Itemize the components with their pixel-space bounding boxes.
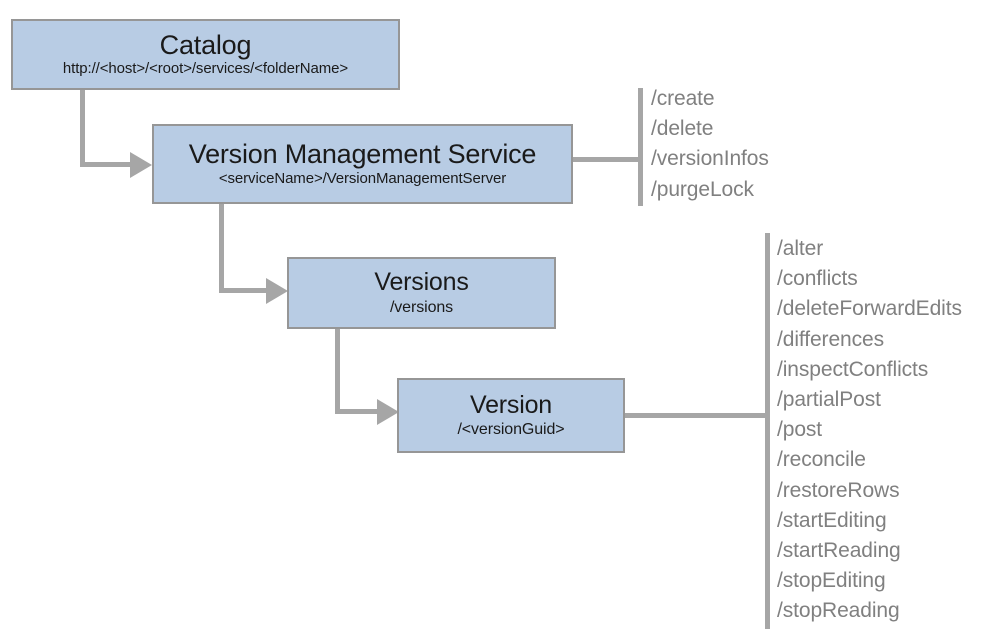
bracket-service-operations <box>638 88 643 206</box>
arrowhead-icon-service-to-versions <box>266 278 288 304</box>
node-version-management-service-subtitle: <serviceName>/VersionManagementServer <box>218 170 507 188</box>
connector-catalog-to-service-horizontal <box>80 162 137 167</box>
operation-item[interactable]: /differences <box>777 327 884 351</box>
operation-item[interactable]: /post <box>777 418 823 442</box>
connector-catalog-to-service-vertical <box>80 90 85 167</box>
operation-item[interactable]: /create <box>651 87 715 110</box>
operation-item[interactable]: /purgeLock <box>651 177 754 201</box>
node-catalog-subtitle: http://<host>/<root>/services/<folderNam… <box>62 60 349 78</box>
operation-item[interactable]: /stopEditing <box>777 569 886 593</box>
arrowhead-icon-catalog-to-service <box>130 152 152 178</box>
node-versions-subtitle: /versions <box>389 298 454 316</box>
connector-service-to-versions-vertical <box>219 204 224 293</box>
connector-service-to-operations <box>573 157 643 162</box>
operation-item[interactable]: /deleteForwardEdits <box>777 297 962 321</box>
node-catalog[interactable]: Catalog http://<host>/<root>/services/<f… <box>11 19 400 90</box>
bracket-version-operations <box>765 233 770 629</box>
operation-list-service: /create/delete/versionInfos/purgeLock <box>651 84 769 205</box>
connector-versions-to-version-horizontal <box>335 409 382 414</box>
operation-item[interactable]: /reconcile <box>777 448 866 472</box>
node-version-management-service[interactable]: Version Management Service <serviceName>… <box>152 124 573 204</box>
connector-service-to-versions-horizontal <box>219 288 271 293</box>
operation-item[interactable]: /versionInfos <box>651 147 769 171</box>
node-versions-title: Versions <box>374 268 469 297</box>
node-version[interactable]: Version /<versionGuid> <box>397 378 625 453</box>
node-catalog-title: Catalog <box>159 30 252 61</box>
operation-list-version: /alter/conflicts/deleteForwardEdits/diff… <box>777 234 962 627</box>
operation-item[interactable]: /startEditing <box>777 508 887 532</box>
operation-item[interactable]: /delete <box>651 117 714 141</box>
operation-item[interactable]: /startReading <box>777 539 901 563</box>
connector-version-to-operations <box>625 413 768 418</box>
node-version-subtitle: /<versionGuid> <box>457 421 565 439</box>
operation-item[interactable]: /partialPost <box>777 388 881 412</box>
operation-item[interactable]: /restoreRows <box>777 478 900 502</box>
connector-versions-to-version-vertical <box>335 329 340 414</box>
arrowhead-icon-versions-to-version <box>377 399 399 425</box>
node-versions[interactable]: Versions /versions <box>287 257 556 329</box>
operation-item[interactable]: /alter <box>777 237 824 260</box>
operation-item[interactable]: /stopReading <box>777 599 900 623</box>
operation-item[interactable]: /inspectConflicts <box>777 357 929 381</box>
node-version-title: Version <box>470 390 552 419</box>
operation-item[interactable]: /conflicts <box>777 267 858 291</box>
node-version-management-service-title: Version Management Service <box>188 139 537 170</box>
